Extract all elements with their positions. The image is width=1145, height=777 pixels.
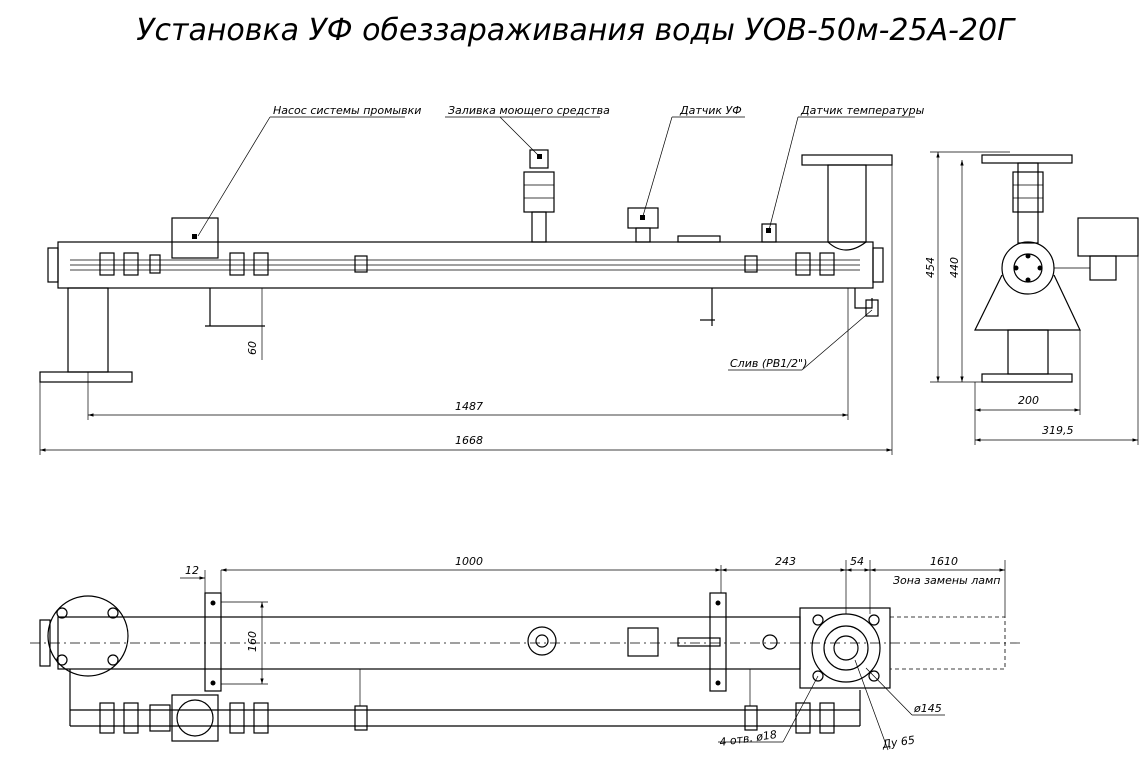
dim-200: 200 bbox=[1018, 394, 1039, 407]
drawing-title: Установка УФ обеззараживания воды УОВ-50… bbox=[136, 13, 1016, 48]
front-view: Насос системы промывки Заливка моющего с… bbox=[39, 104, 925, 455]
dim-12: 12 bbox=[185, 564, 199, 577]
dim-d145: ø145 bbox=[913, 702, 942, 715]
dim-1487: 1487 bbox=[455, 400, 483, 413]
callout-temp-sensor: Датчик температуры bbox=[800, 104, 925, 117]
side-view: 454 440 200 319,5 bbox=[924, 151, 1139, 445]
callout-detergent: Заливка моющего средства bbox=[448, 104, 610, 117]
dim-1668: 1668 bbox=[455, 434, 483, 447]
dim-54: 54 bbox=[850, 555, 864, 568]
dim-454: 454 bbox=[924, 257, 937, 278]
dim-160: 160 bbox=[246, 631, 259, 652]
dim-1610: 1610 bbox=[930, 555, 958, 568]
callout-drain: Слив (РВ1/2") bbox=[730, 357, 807, 370]
dim-319-5: 319,5 bbox=[1042, 424, 1074, 437]
callout-lamp-zone: Зона замены ламп bbox=[893, 574, 1001, 587]
callout-pump: Насос системы промывки bbox=[273, 104, 421, 117]
plan-view: 12 1000 243 54 1610 Зона замены ламп 160… bbox=[30, 555, 1020, 751]
dim-243: 243 bbox=[775, 555, 796, 568]
callout-holes: 4 отв. ø18 bbox=[719, 728, 778, 749]
callout-uv-sensor: Датчик УФ bbox=[679, 104, 742, 117]
callout-du: Ду 65 bbox=[881, 734, 916, 752]
dim-440: 440 bbox=[948, 257, 961, 278]
dim-60: 60 bbox=[246, 341, 259, 355]
dim-1000: 1000 bbox=[455, 555, 483, 568]
